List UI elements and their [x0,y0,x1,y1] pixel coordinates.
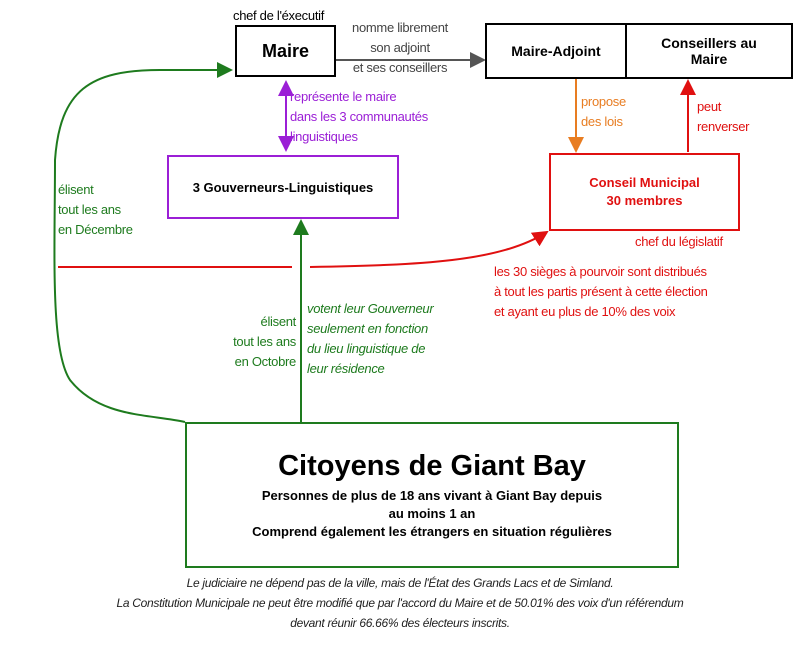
citoyens-line: Comprend également les étrangers en situ… [252,524,612,539]
label-line: à tout les partis présent à cette électi… [494,284,708,299]
citoyens-title: Citoyens de Giant Bay [278,450,586,482]
label-line: en Décembre [58,222,133,237]
maire-adjoint-box: Maire-Adjoint [485,23,627,79]
label-line: les 30 sièges à pourvoir sont distribués [494,264,707,279]
label-line: dans les 3 communautés [290,109,428,124]
label-line: et ayant eu plus de 10% des voix [494,304,676,319]
citoyens-box: Citoyens de Giant Bay Personnes de plus … [185,422,679,568]
sieges-label: les 30 sièges à pourvoir sont distribués… [494,262,708,322]
label-line: des lois [581,114,623,129]
representation-label: représente le maire dans les 3 communaut… [290,87,428,147]
footer-line: devant réunir 66.66% des électeurs inscr… [290,616,510,630]
election-octobre-label: élisent tout les ans en Octobre [196,312,296,372]
arrow-election-conseil [309,230,549,268]
label-line: son adjoint [370,40,430,55]
label-line: nomme librement [352,20,448,35]
conseil-box: Conseil Municipal 30 membres [549,153,740,231]
label-line: renverser [697,119,750,134]
citoyens-line: au moins 1 an [388,506,476,521]
conseillers-box: Conseillers au Maire [625,23,793,79]
label-line: en Octobre [234,354,297,369]
maire-box: Maire [235,25,336,77]
label-line: du lieu linguistique de [307,341,426,356]
election-decembre-label: élisent tout les ans en Décembre [58,180,133,240]
label-line: propose [581,94,626,109]
label-line: votent leur Gouverneur [307,301,434,316]
maire-caption: chef de l'éxecutif [233,8,325,23]
label-line: représente le maire [290,89,397,104]
label-line: seulement en fonction [307,321,428,336]
conseil-title: Conseil Municipal [589,175,700,190]
citoyens-line: Personnes de plus de 18 ans vivant à Gia… [261,488,603,503]
footer-line: La Constitution Municipale ne peut être … [116,596,684,610]
label-line: peut [697,99,722,114]
label-line: tout les ans [233,334,296,349]
renverser-label: peut renverser [697,97,750,137]
label-line: tout les ans [58,202,121,217]
conseil-subtitle: 30 membres [606,193,683,208]
vote-gouverneur-label: votent leur Gouverneur seulement en fonc… [307,299,434,379]
propose-label: propose des lois [581,92,626,132]
conseil-caption: chef du législatif [635,234,723,249]
footer-line: Le judiciaire ne dépend pas de la ville,… [186,576,614,590]
label-line: leur résidence [307,361,385,376]
footer-note: Le judiciaire ne dépend pas de la ville,… [0,573,800,633]
nomination-label: nomme librement son adjoint et ses conse… [340,18,460,78]
label-line: et ses conseillers [352,60,448,75]
label-line: linguistiques [290,129,358,144]
gouverneurs-box: 3 Gouverneurs-Linguistiques [167,155,399,219]
arrow-election-maire [53,62,233,423]
label-line: élisent [58,182,94,197]
label-line: élisent [260,314,297,329]
